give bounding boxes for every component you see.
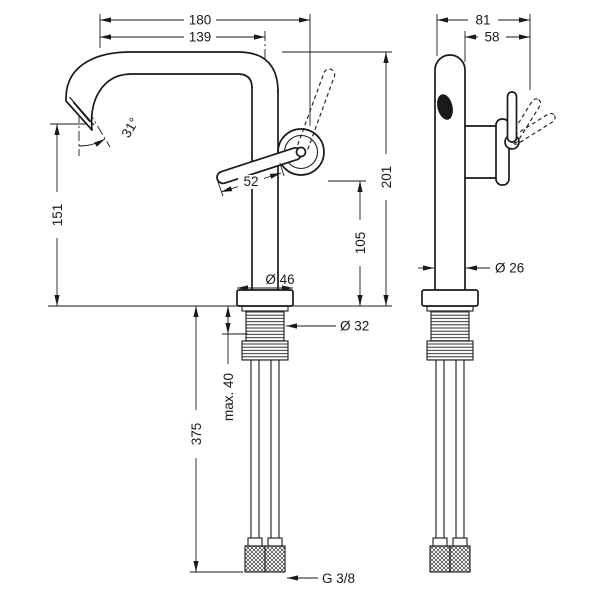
right-base-assembly — [421, 289, 479, 573]
left-base-assembly — [236, 289, 294, 573]
base-flange — [421, 289, 479, 307]
hose-connector — [264, 545, 286, 573]
mounting-nut — [241, 340, 289, 361]
handle-pin-dashed — [509, 98, 542, 144]
threaded-shank — [245, 310, 285, 342]
dim-52-label: 52 — [243, 174, 258, 189]
hose-connector — [449, 545, 471, 573]
handle-lever-raised-dashed — [296, 68, 336, 153]
dim-max40-label: max. 40 — [221, 373, 236, 421]
angle-31-label: 31° — [118, 115, 141, 140]
dia-46-label: Ø 46 — [265, 272, 294, 287]
handle-pin — [506, 91, 518, 143]
dia-32-label: Ø 32 — [340, 319, 369, 334]
right-view-drawing — [421, 54, 556, 573]
threaded-shank — [430, 310, 470, 342]
hose-connector — [244, 545, 266, 573]
handle-escutcheon — [495, 118, 510, 186]
dim-201-label: 201 — [379, 166, 394, 189]
handle-pivot — [295, 146, 307, 158]
side-body-outline — [434, 54, 466, 291]
hose-connector — [429, 545, 451, 573]
base-flange — [236, 289, 294, 307]
spray-angle-annotation — [78, 94, 111, 156]
dim-105-label: 105 — [353, 232, 368, 255]
side-handle — [464, 91, 556, 186]
dim-58-label: 58 — [484, 30, 499, 45]
dim-139-label: 139 — [189, 30, 212, 45]
spout-outlet-side — [437, 94, 453, 120]
dim-81-label: 81 — [475, 13, 490, 28]
thread-g38-label: G 3/8 — [322, 571, 355, 586]
left-view-drawing — [65, 51, 336, 573]
dim-375-label: 375 — [189, 423, 204, 446]
dim-180-label: 180 — [189, 13, 212, 28]
spout-outline — [65, 51, 279, 131]
dim-151-label: 151 — [50, 204, 65, 227]
dimension-labels: 180 139 81 58 151 201 105 375 max. 40 52… — [49, 13, 524, 586]
handle-joystick — [216, 68, 336, 197]
dia-26-label: Ø 26 — [495, 261, 524, 276]
mounting-nut — [426, 340, 474, 361]
handle-pin-dashed — [510, 112, 556, 145]
